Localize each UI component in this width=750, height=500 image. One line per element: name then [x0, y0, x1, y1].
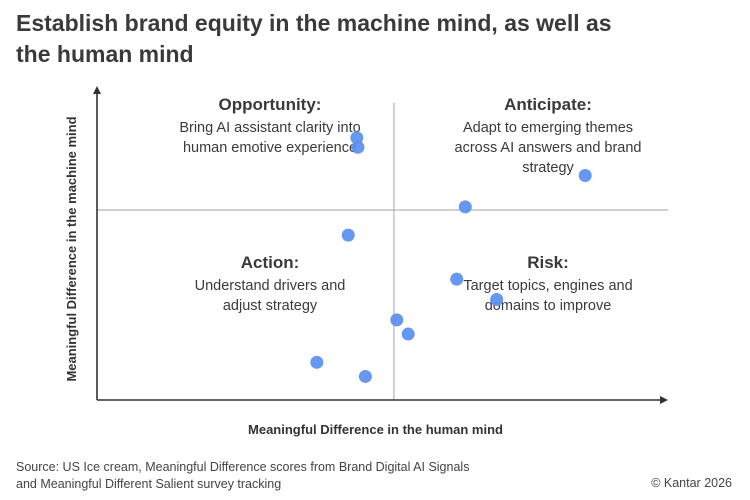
y-axis-arrow [93, 86, 101, 94]
data-points [310, 131, 592, 383]
source-line-2: and Meaningful Different Salient survey … [16, 477, 282, 491]
copyright: © Kantar 2026 [651, 476, 732, 490]
data-point [450, 272, 464, 286]
quadrant-title: Anticipate: [504, 95, 592, 114]
chart-title-line-2: the human mind [16, 41, 194, 67]
data-point [310, 355, 324, 369]
source-note: Source: US Ice cream, Meaningful Differe… [16, 459, 469, 493]
data-point [578, 168, 592, 182]
source-line-1: Source: US Ice cream, Meaningful Differe… [16, 460, 470, 474]
data-point [350, 131, 364, 145]
chart-title-line-1: Establish brand equity in the machine mi… [16, 10, 612, 36]
quadrant-text-line: Target topics, engines and [463, 278, 632, 294]
chart-title: Establish brand equity in the machine mi… [16, 8, 736, 70]
quadrant-text-line: Adapt to emerging themes [463, 120, 633, 136]
x-axis-label: Meaningful Difference in the human mind [248, 422, 503, 437]
quadrant-text-line: Bring AI assistant clarity into [179, 120, 360, 136]
data-point [490, 293, 504, 307]
chart-axes [93, 86, 668, 404]
quadrant-text-line: strategy [522, 160, 574, 176]
data-point [341, 228, 355, 242]
quadrant-labels: Opportunity: Bring AI assistant clarity i… [179, 95, 641, 314]
data-point [401, 327, 415, 341]
quadrant-title: Action: [241, 253, 300, 272]
y-axis-label: Meaningful Difference in the machine min… [64, 116, 79, 381]
quadrant-text-line: domains to improve [485, 298, 612, 314]
quadrant-dividers [97, 103, 668, 400]
x-axis-arrow [660, 396, 668, 404]
quadrant-title: Risk: [527, 253, 569, 272]
quadrant-top-left: Opportunity: Bring AI assistant clarity i… [179, 95, 360, 156]
quadrant-text-line: across AI answers and brand [455, 140, 642, 156]
quadrant-bottom-right: Risk: Target topics, engines and domains t… [463, 253, 632, 314]
quadrant-text-line: Understand drivers and [195, 278, 346, 294]
data-point [358, 369, 372, 383]
data-point [351, 140, 365, 154]
quadrant-title: Opportunity: [219, 95, 322, 114]
data-point [390, 313, 404, 327]
quadrant-text-line: adjust strategy [223, 298, 318, 314]
quadrant-text-line: human emotive experience [183, 140, 357, 156]
quadrant-bottom-left: Action: Understand drivers and adjust stra… [195, 253, 346, 314]
quadrant-top-right: Anticipate: Adapt to emerging themes acros… [455, 95, 642, 176]
data-point [458, 200, 472, 214]
